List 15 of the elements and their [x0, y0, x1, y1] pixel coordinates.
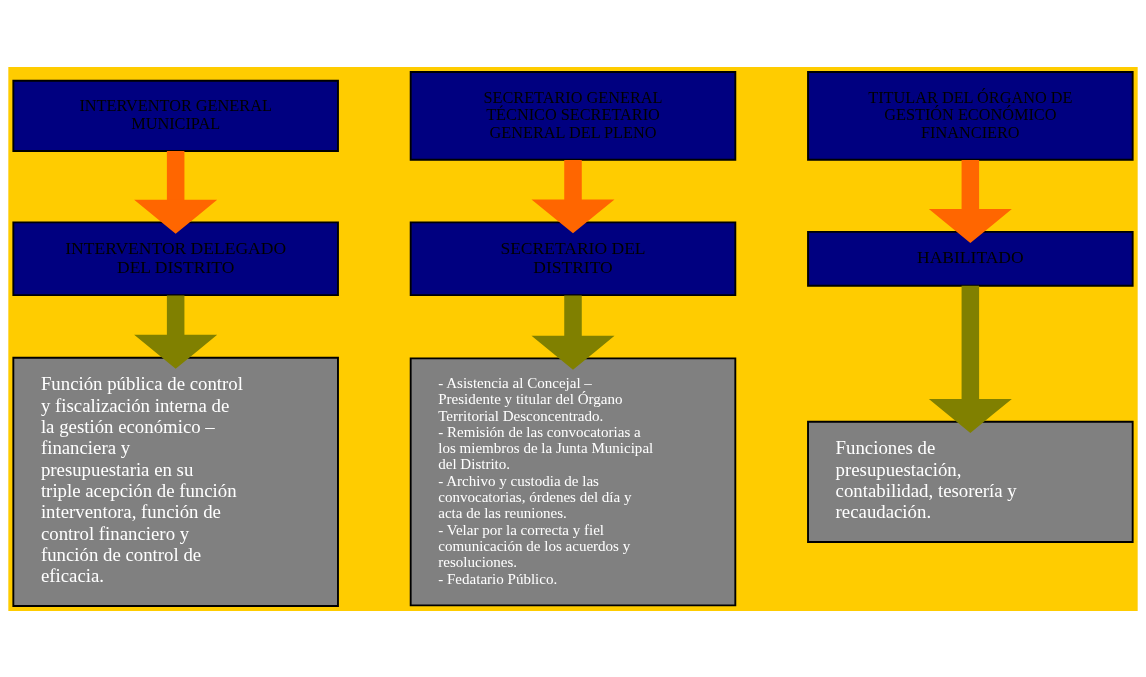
node-box: HABILITADO	[807, 230, 1134, 287]
arrow	[531, 159, 615, 233]
arrow	[134, 295, 218, 369]
arrow	[134, 150, 218, 234]
node-box: INTERVENTOR GENERAL MUNICIPAL	[12, 79, 339, 152]
arrow	[531, 295, 615, 370]
node-box: Funciones de presupuestación, contabilidad, tesorería y recaudación.	[807, 420, 1134, 543]
node-box: SECRETARIO DEL DISTRITO	[409, 221, 737, 296]
node-box: SECRETARIO GENERAL TÉCNICO SECRETARIO GENERAL DEL PLENO	[409, 70, 737, 161]
node-box: TITULAR DEL ÓRGANO DE GESTIÓN ECONÓMICO FINANCIERO	[807, 70, 1134, 161]
node-box: INTERVENTOR DELEGADO DEL DISTRITO	[12, 221, 339, 296]
arrow	[928, 285, 1012, 433]
node-box: Función pública de control y fiscalización interna de la gestión económico – financiera y presupuestaria en su triple acepción de función interventora, función de control financiero y función de control de eficacia.	[12, 356, 339, 607]
node-box: - Asistencia al Concejal – Presidente y titular del Órgano Territorial Desconcentrado. - Remisión de las convocatorias a los miembros de la Junta Municipal del Distrito. - Archivo y custodia de las convocatorias, órdenes del día y acta de las reuniones. - Velar por la correcta y fiel comunicación de los acuerdos y resoluciones. - Fedatario Público.	[409, 357, 737, 606]
arrow	[928, 159, 1012, 243]
